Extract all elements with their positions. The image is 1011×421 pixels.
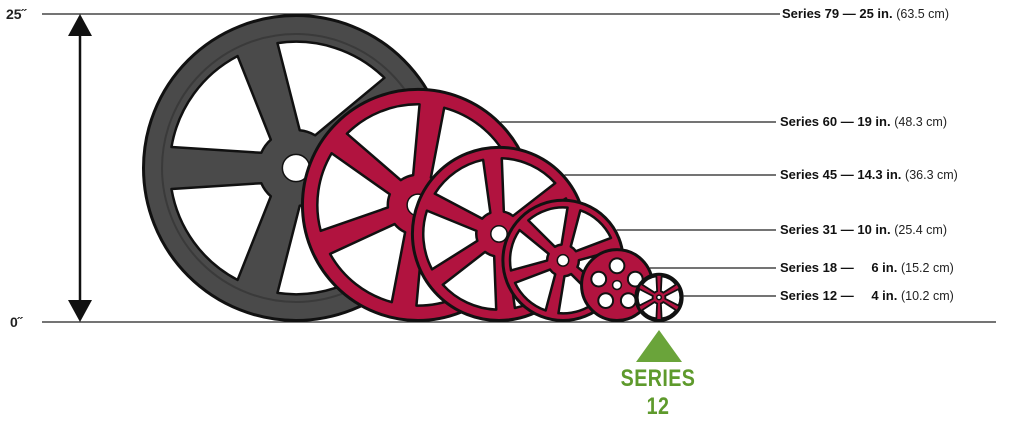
series-inches: 19 in. bbox=[857, 114, 890, 129]
wheel-s12 bbox=[636, 274, 682, 320]
series-label-31: Series 31 — 10 in. (25.4 cm) bbox=[780, 222, 947, 237]
series-label-60: Series 60 — 19 in. (48.3 cm) bbox=[780, 114, 947, 129]
wheels-group bbox=[144, 16, 683, 321]
series-name: Series 60 — bbox=[780, 114, 854, 129]
series-name: Series 31 — bbox=[780, 222, 854, 237]
series-name: Series 79 — bbox=[782, 6, 856, 21]
series-label-79: Series 79 — 25 in. (63.5 cm) bbox=[782, 6, 949, 21]
series-label-18: Series 18 — 6 in. (15.2 cm) bbox=[780, 260, 954, 275]
series-inches: 10 in. bbox=[857, 222, 890, 237]
series-inches: 4 in. bbox=[871, 288, 897, 303]
height-arrow bbox=[68, 14, 92, 322]
series-cm: (15.2 cm) bbox=[901, 261, 954, 275]
scale-bottom-label: 0˝ bbox=[10, 314, 22, 330]
series-cm: (25.4 cm) bbox=[894, 223, 947, 237]
series-name: Series 45 — bbox=[780, 167, 854, 182]
diagram-canvas bbox=[0, 0, 1011, 396]
series-cm: (63.5 cm) bbox=[896, 7, 949, 21]
highlight-series-label: SERIES 12 bbox=[609, 365, 707, 421]
wheel-size-diagram: 25˝ 0˝ Series 79 — 25 in. (63.5 cm) Seri… bbox=[0, 0, 1011, 396]
series-name: Series 12 — bbox=[780, 288, 854, 303]
series-name: Series 18 — bbox=[780, 260, 854, 275]
series-cm: (48.3 cm) bbox=[894, 115, 947, 129]
series-inches: 25 in. bbox=[859, 6, 892, 21]
scale-top-label: 25˝ bbox=[6, 6, 26, 22]
series-cm: (10.2 cm) bbox=[901, 289, 954, 303]
series-label-45: Series 45 — 14.3 in. (36.3 cm) bbox=[780, 167, 958, 182]
highlight-arrow-icon bbox=[636, 330, 682, 362]
series-inches: 14.3 in. bbox=[857, 167, 901, 182]
series-inches: 6 in. bbox=[871, 260, 897, 275]
series-label-12: Series 12 — 4 in. (10.2 cm) bbox=[780, 288, 954, 303]
series-cm: (36.3 cm) bbox=[905, 168, 958, 182]
